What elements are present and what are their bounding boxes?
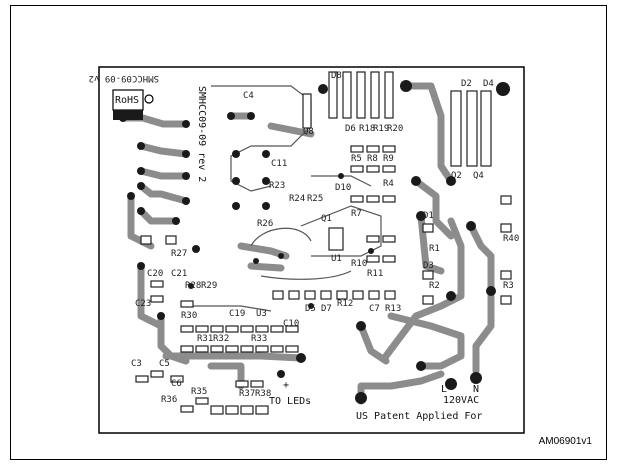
copper-traces	[119, 82, 495, 405]
leds-label: TO LEDs	[269, 396, 311, 407]
component-designators: C4 D8 D6 Q8 R18 R19 R20 R5 R8 R9 C11 R23…	[131, 71, 519, 405]
designator-r5: R5	[351, 154, 362, 164]
designator-r28: R28	[185, 281, 201, 291]
designator-c3: C3	[131, 359, 142, 369]
designator-r11: R11	[367, 269, 383, 279]
designator-r40: R40	[503, 234, 519, 244]
designator-r29: R29	[201, 281, 217, 291]
designator-d3: D3	[423, 261, 434, 271]
designator-r37: R37	[239, 389, 255, 399]
pcb-layout-diagram: RoHS SMHCC09-09 v2 SMHCC09-09 rev 2 C4 D…	[89, 66, 525, 434]
figure-frame: RoHS SMHCC09-09 v2 SMHCC09-09 rev 2 C4 D…	[10, 5, 607, 460]
designator-r25: R25	[307, 194, 323, 204]
plus-label: +	[283, 380, 289, 391]
neutral-label: N	[473, 384, 479, 395]
designator-d8: D8	[331, 71, 342, 81]
designator-c20: C20	[147, 269, 163, 279]
designator-d5: D5	[305, 304, 316, 314]
designator-r9: R9	[383, 154, 394, 164]
board-name-vertical: SMHCC09-09 rev 2	[196, 86, 207, 182]
designator-q4: Q4	[473, 171, 484, 181]
designator-c6: C6	[171, 379, 182, 389]
designator-r35: R35	[191, 387, 207, 397]
designator-r18: R18	[359, 124, 375, 134]
designator-r26: R26	[257, 219, 273, 229]
designator-r3: R3	[503, 281, 514, 291]
designator-r32: R32	[213, 334, 229, 344]
designator-r23: R23	[269, 181, 285, 191]
designator-r24: R24	[289, 194, 305, 204]
designator-c23: C23	[135, 299, 151, 309]
designator-r20: R20	[387, 124, 403, 134]
designator-r19: R19	[373, 124, 389, 134]
designator-u1: U1	[331, 254, 342, 264]
designator-c10: C10	[283, 319, 299, 329]
designator-r1: R1	[429, 244, 440, 254]
designator-q1: Q1	[321, 214, 332, 224]
component-pads	[119, 80, 510, 404]
ac-label: 120VAC	[443, 395, 479, 406]
designator-c11: C11	[271, 159, 287, 169]
designator-c7: C7	[369, 304, 380, 314]
designator-q8: Q8	[303, 127, 314, 137]
silkscreen-top-text: SMHCC09-09 v2	[89, 73, 159, 83]
designator-q2: Q2	[451, 171, 462, 181]
designator-d4: D4	[483, 79, 494, 89]
designator-r33: R33	[251, 334, 267, 344]
designator-r38: R38	[255, 389, 271, 399]
figure-code: AM06901v1	[538, 436, 592, 447]
designator-r27: R27	[171, 249, 187, 259]
patent-label: US Patent Applied For	[356, 411, 482, 422]
designator-d1: D1	[423, 211, 434, 221]
designator-u3: U3	[256, 309, 267, 319]
designator-r31: R31	[197, 334, 213, 344]
designator-d6: D6	[345, 124, 356, 134]
designator-r2: R2	[429, 281, 440, 291]
designator-d10: D10	[335, 183, 351, 193]
designator-r10: R10	[351, 259, 367, 269]
designator-r30: R30	[181, 311, 197, 321]
designator-r13: R13	[385, 304, 401, 314]
designator-r8: R8	[367, 154, 378, 164]
thin-traces	[191, 85, 382, 312]
designator-r36: R36	[161, 395, 177, 405]
smd-footprints	[135, 71, 512, 415]
designator-d7: D7	[321, 304, 332, 314]
rohs-label: RoHS	[115, 95, 139, 106]
designator-r12: R12	[337, 299, 353, 309]
designator-c5: C5	[159, 359, 170, 369]
rohs-mark: RoHS	[112, 89, 154, 120]
designator-d2: D2	[461, 79, 472, 89]
designator-r7: R7	[351, 209, 362, 219]
designator-c19: C19	[229, 309, 245, 319]
designator-c21: C21	[171, 269, 187, 279]
designator-r4: R4	[383, 179, 394, 189]
designator-c4: C4	[243, 91, 254, 101]
line-label: L	[441, 384, 447, 395]
